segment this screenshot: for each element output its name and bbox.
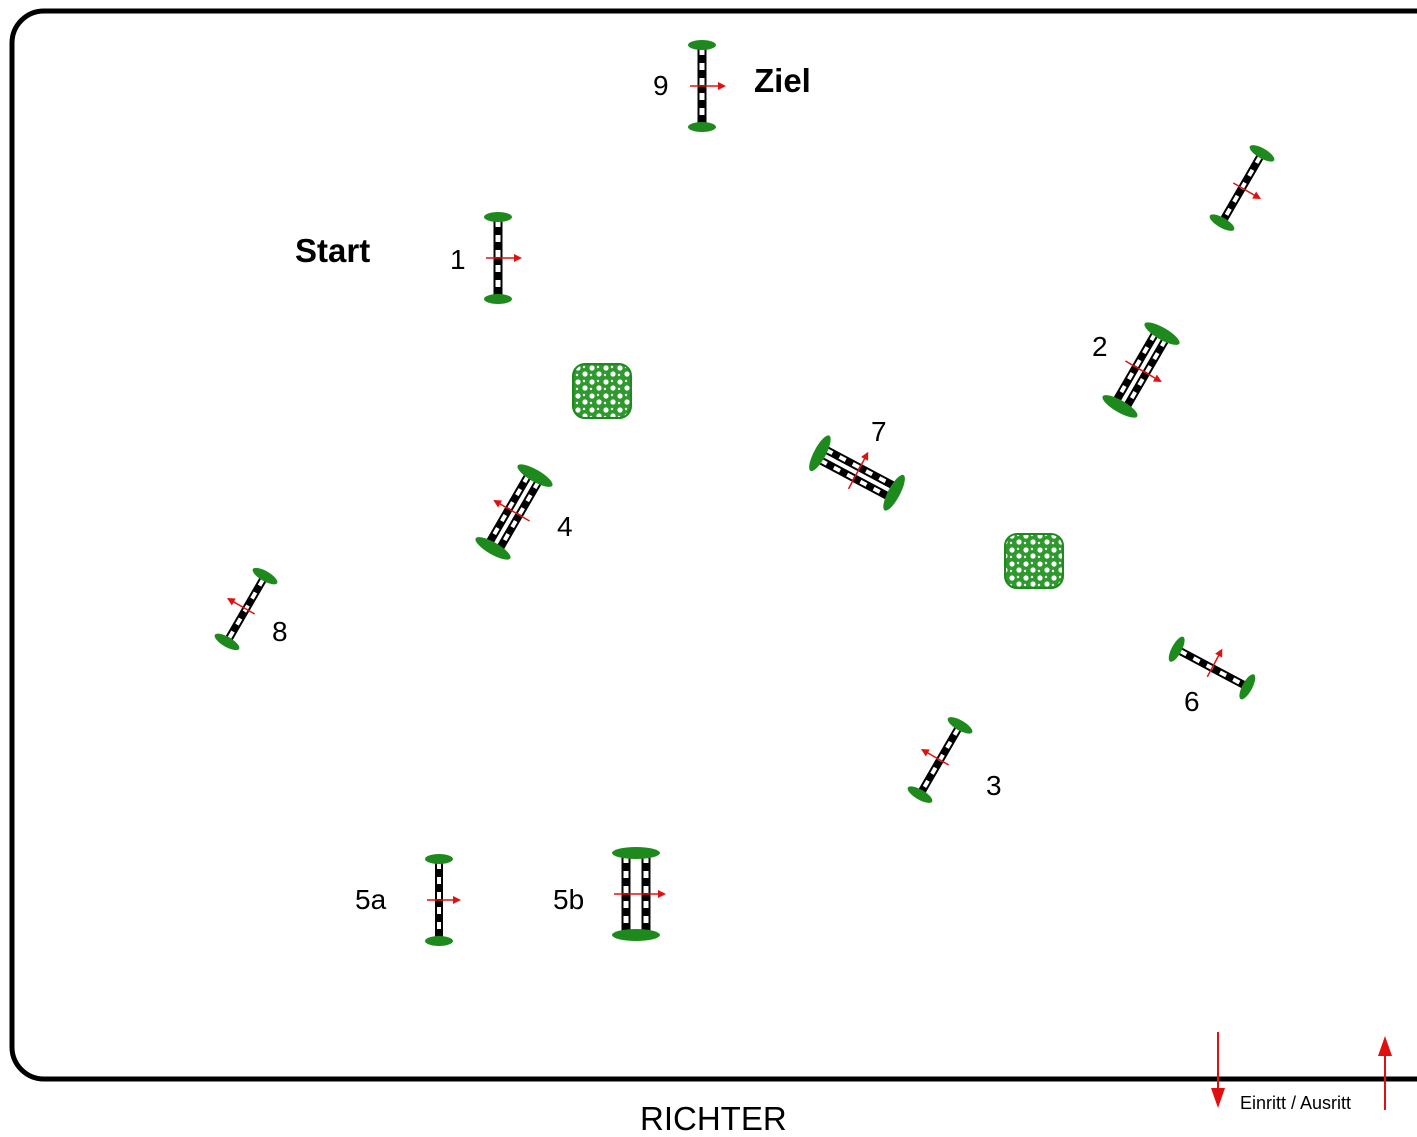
obstacle-number-9: 9: [653, 70, 669, 101]
obstacle-3: [907, 717, 973, 803]
exit-arrow-icon: [1378, 1036, 1392, 1110]
obstacle-number-6: 6: [1184, 686, 1200, 717]
obstacle-8: [214, 567, 278, 651]
obstacle-number-8: 8: [272, 616, 288, 647]
ziel-label: Ziel: [754, 62, 811, 99]
judge-label: RICHTER: [640, 1100, 787, 1137]
obstacle-9: [688, 40, 726, 132]
obstacle-5a: [425, 854, 461, 946]
flower-bush-icon: [1004, 533, 1064, 589]
start-label: Start: [295, 232, 371, 269]
obstacle-number-5b: 5b: [553, 884, 585, 915]
flower-bush-icon: [572, 363, 632, 419]
obstacle-2: [1102, 322, 1180, 418]
obstacle-number-4: 4: [557, 511, 573, 542]
obstacle-1: [484, 212, 522, 304]
obstacle-number-3: 3: [986, 770, 1002, 801]
obstacle-4: [475, 464, 553, 560]
obstacle-6: [1168, 636, 1256, 700]
obstacle-7: [809, 435, 905, 511]
entry-arrow-icon: [1211, 1032, 1225, 1108]
obstacle-number-1: 1: [450, 244, 466, 275]
obstacle-5b: [612, 847, 666, 941]
arena-border: [9, 8, 1417, 1082]
obstacle-number-5a: 5a: [355, 884, 387, 915]
obstacle-number-2: 2: [1092, 331, 1108, 362]
obstacle-number-7: 7: [871, 416, 887, 447]
obstacle-unnumbered: [1209, 145, 1275, 231]
entry-exit-label: Einritt / Ausritt: [1240, 1093, 1352, 1113]
